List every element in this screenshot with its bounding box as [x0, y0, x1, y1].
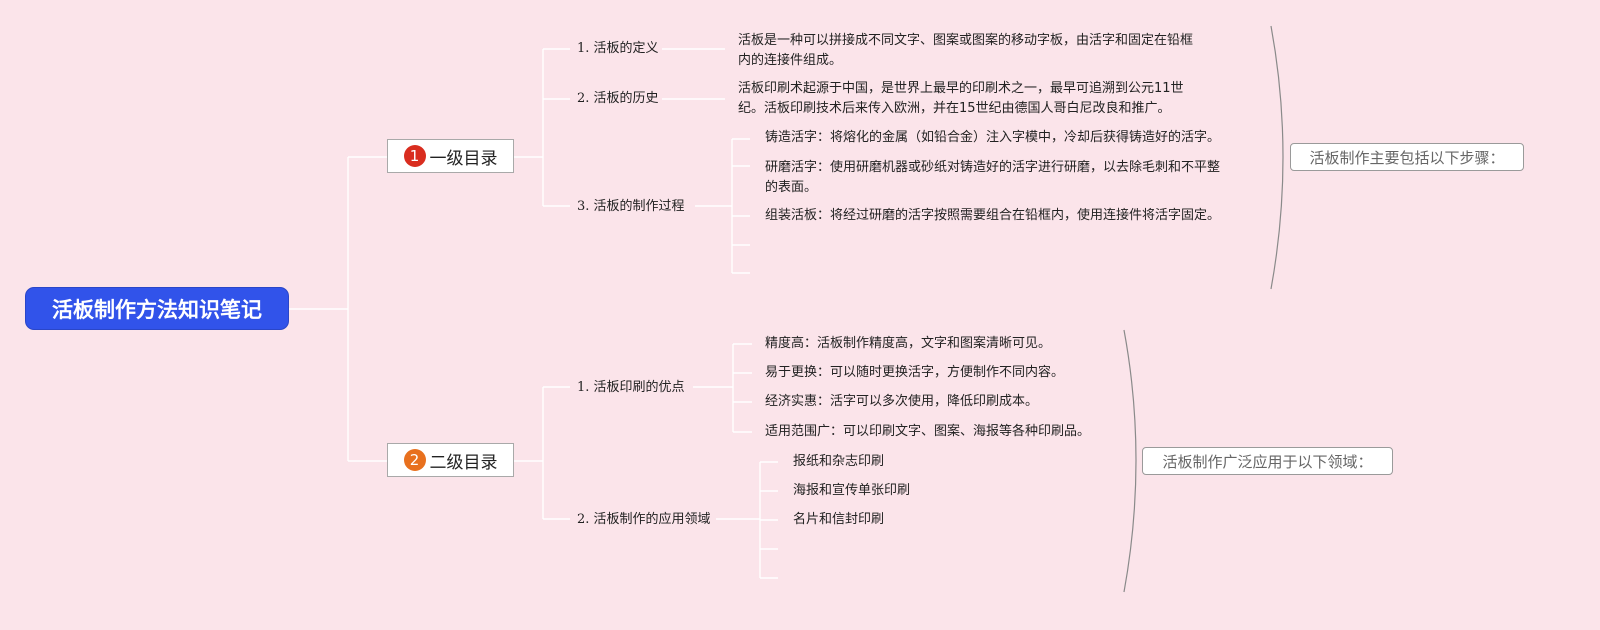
- step-casting: 铸造活字：将熔化的金属（如铅合金）注入字模中，冷却后获得铸造好的活字。: [765, 130, 1221, 145]
- level1-label-1: 一级目录: [429, 148, 498, 169]
- level1-node-1[interactable]: 1 一级目录: [387, 139, 514, 173]
- application-item-3: 名片和信封印刷: [793, 512, 885, 527]
- summary-bracket-applications: [1123, 329, 1137, 593]
- application-item-2: 海报和宣传单张印刷: [793, 483, 911, 498]
- advantage-item-4: 适用范围广：可以印刷文字、图案、海报等各种印刷品。: [765, 424, 1091, 439]
- badge-2: 2: [403, 449, 426, 471]
- root-topic[interactable]: 活板制作方法知识笔记: [25, 287, 289, 330]
- step-assembling: 组装活板：将经过研磨的活字按照需要组合在铅框内，使用连接件将活字固定。: [765, 208, 1221, 223]
- history-line-1: 活板印刷术起源于中国，是世界上最早的印刷术之一，最早可追溯到公元11世: [738, 81, 1184, 96]
- summary-bracket-process: [1270, 25, 1284, 290]
- step-grinding-line-1: 研磨活字：使用研磨机器或砂纸对铸造好的活字进行研磨，以去除毛刺和不平整: [765, 160, 1221, 175]
- definition-line-2: 内的连接件组成。: [738, 53, 843, 68]
- application-item-1: 报纸和杂志印刷: [793, 454, 885, 469]
- history-line-2: 纪。活板印刷技术后来传入欧洲，并在15世纪由德国人哥白尼改良和推广。: [738, 101, 1171, 116]
- root-title: 活板制作方法知识笔记: [52, 297, 262, 322]
- level1-label-2: 二级目录: [429, 452, 498, 473]
- step-grinding-line-2: 的表面。: [765, 180, 818, 195]
- advantage-item-2: 易于更换：可以随时更换活字，方便制作不同内容。: [765, 365, 1065, 380]
- advantage-item-1: 精度高：活板制作精度高，文字和图案清晰可见。: [765, 336, 1052, 351]
- topic-process[interactable]: 3. 活板的制作过程: [577, 199, 685, 214]
- badge-1: 1: [403, 145, 426, 167]
- summary-applications[interactable]: 活板制作广泛应用于以下领域：: [1142, 447, 1393, 475]
- topic-advantages[interactable]: 1. 活板印刷的优点: [577, 380, 685, 395]
- definition-line-1: 活板是一种可以拼接成不同文字、图案或图案的移动字板，由活字和固定在铅框: [738, 33, 1194, 48]
- summary-process-text: 活板制作主要包括以下步骤：: [1309, 148, 1505, 167]
- topic-history[interactable]: 2. 活板的历史: [577, 91, 659, 106]
- summary-applications-text: 活板制作广泛应用于以下领域：: [1162, 452, 1373, 471]
- level1-node-2[interactable]: 2 二级目录: [387, 443, 514, 477]
- topic-applications[interactable]: 2. 活板制作的应用领域: [577, 512, 711, 527]
- summary-process[interactable]: 活板制作主要包括以下步骤：: [1290, 143, 1524, 171]
- topic-definition[interactable]: 1. 活板的定义: [577, 41, 659, 56]
- advantage-item-3: 经济实惠：活字可以多次使用，降低印刷成本。: [765, 394, 1039, 409]
